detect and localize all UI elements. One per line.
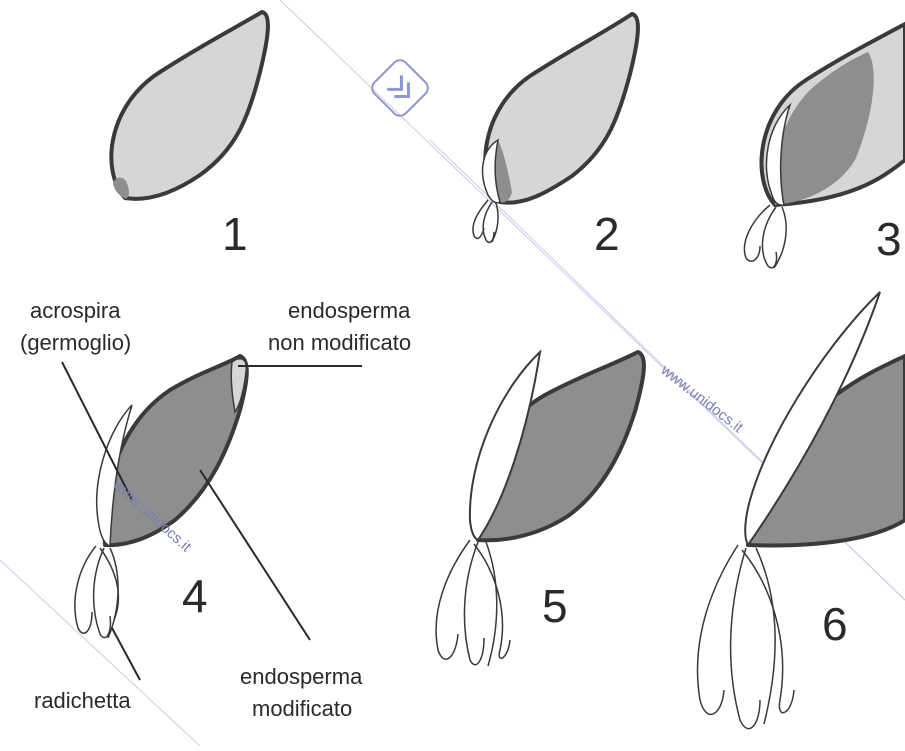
- grain-stage-3: 3: [744, 24, 905, 268]
- labels: acrospira (germoglio) endosperma non mod…: [20, 298, 411, 721]
- stage-number-2: 2: [594, 208, 620, 260]
- watermark-line: [0, 560, 200, 746]
- leader-rootlet: [112, 628, 140, 680]
- grain-stage-1: 1: [111, 12, 268, 260]
- rootlet-strand: [744, 205, 770, 261]
- rootlet-strand: [742, 550, 794, 713]
- watermark-text: www.unidocs.it: [657, 361, 747, 437]
- grain-stage-6: 6: [698, 292, 905, 729]
- rootlet-strand: [486, 542, 497, 666]
- grain-body: [111, 12, 268, 199]
- leader-modified: [200, 470, 310, 640]
- stage-number-5: 5: [542, 580, 568, 632]
- rootlet: [698, 545, 794, 729]
- rootlet-strand: [473, 200, 488, 238]
- rootlet-strand: [731, 548, 760, 729]
- rootlet: [436, 540, 510, 666]
- label-unmodified-line2: non modificato: [268, 330, 411, 355]
- rootlet: [75, 546, 119, 638]
- label-rootlet: radichetta: [34, 688, 131, 713]
- label-acrospire-line1: acrospira: [30, 298, 121, 323]
- grain-stage-5: 5: [436, 352, 644, 666]
- rootlet-strand: [698, 545, 738, 714]
- stage-number-6: 6: [822, 598, 848, 650]
- rootlet-strand: [75, 546, 96, 633]
- label-modified-line1: endosperma: [240, 664, 363, 689]
- rootlet: [744, 205, 786, 268]
- rootlet-strand: [108, 548, 118, 638]
- label-modified-line2: modificato: [252, 696, 352, 721]
- unidocs-logo-icon: [369, 57, 431, 119]
- grain-body: [104, 356, 246, 545]
- rootlet-strand: [464, 542, 484, 665]
- label-unmodified-line1: endosperma: [288, 298, 411, 323]
- rootlet-strand: [483, 202, 494, 242]
- stage-number-4: 4: [182, 570, 208, 622]
- stage-number-3: 3: [876, 213, 902, 265]
- grain-stage-4: 4: [75, 356, 247, 638]
- label-acrospire-line2: (germoglio): [20, 330, 131, 355]
- rootlet-strand: [762, 207, 776, 268]
- stage-number-1: 1: [222, 208, 248, 260]
- grain-stage-2: 2: [473, 14, 638, 260]
